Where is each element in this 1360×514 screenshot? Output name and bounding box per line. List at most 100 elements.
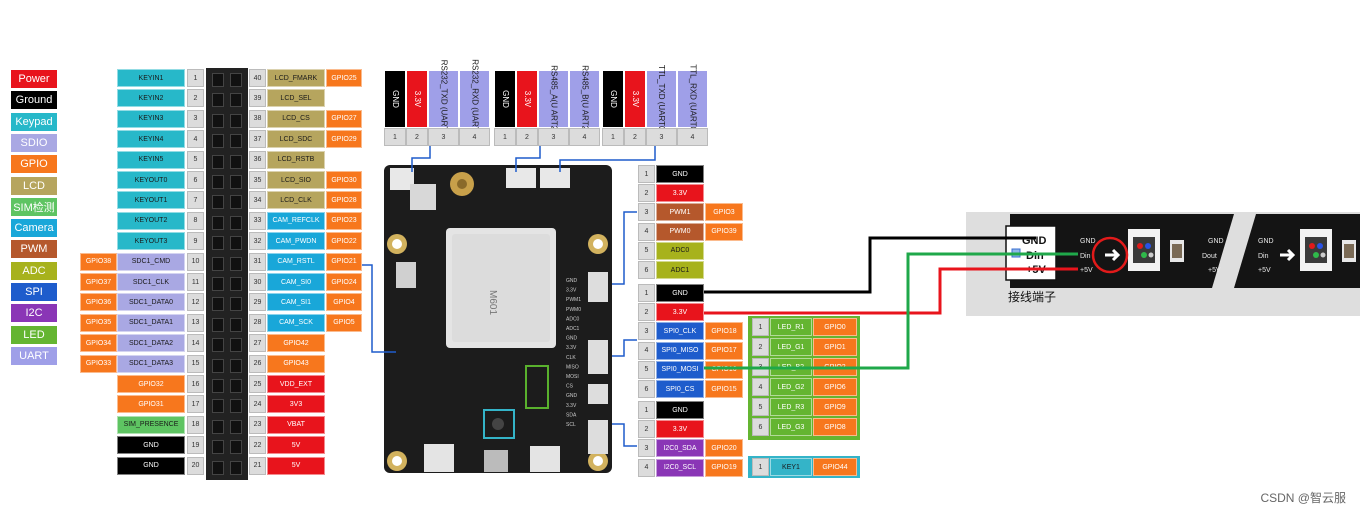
header-pin	[212, 379, 224, 393]
legend-item: ADC	[11, 261, 57, 280]
header-pin	[212, 113, 224, 128]
gpio-label: GPIO5	[326, 313, 362, 332]
pin-number: 3	[646, 128, 677, 146]
pin-number: 39	[249, 89, 266, 108]
pin-function-label: GPIO32	[117, 375, 185, 393]
pin-number: 5	[752, 398, 769, 416]
uart-pin-label: 3.3V	[624, 70, 646, 128]
header-pin	[230, 215, 242, 230]
gpio-label: GPIO20	[705, 439, 743, 458]
gpio-label: GPIO6	[813, 378, 857, 396]
gpio-label: GPIO15	[705, 380, 743, 398]
pin-number: 2	[624, 128, 646, 146]
led-function-label: LED_G3	[770, 418, 812, 436]
board-silkscreen-label: SCL	[566, 422, 576, 428]
pin-function-label: PWM1	[656, 203, 704, 222]
pin-number: 1	[187, 69, 204, 87]
din-highlight-circle	[1091, 236, 1129, 274]
key-area-highlight	[483, 409, 515, 439]
pin-function-label: KEYOUT0	[117, 171, 185, 189]
header-pin	[212, 419, 224, 434]
pin-function-label: ADC0	[656, 241, 704, 260]
pin-number: 4	[187, 130, 204, 149]
uart-pin-label: TTL_RXD (UART0)	[677, 64, 708, 134]
gpio-label: GPIO44	[813, 458, 857, 476]
gpio-label: GPIO16	[705, 360, 743, 379]
header-pin	[212, 93, 224, 108]
pin-function-label: SPI0_CLK	[656, 322, 704, 341]
pin-number: 29	[249, 293, 266, 312]
pin-function-label: SDC1_CLK	[117, 273, 185, 291]
pin-number: 24	[249, 395, 266, 414]
gpio-label: GPIO22	[326, 232, 362, 251]
pin-function-label: 3V3	[267, 395, 325, 414]
pin-number: 23	[249, 415, 266, 434]
legend-item: Ground	[11, 91, 57, 110]
legend-item: Keypad	[11, 112, 57, 131]
pin-number: 1	[752, 458, 769, 476]
pin-function-label: GPIO43	[267, 354, 325, 373]
pin-number: 8	[187, 211, 204, 230]
pin-function-label: CAM_RSTL	[267, 252, 325, 271]
pin-function-label: SDC1_DATA3	[117, 354, 185, 373]
connector-top-left	[390, 168, 414, 190]
pin-function-label: LCD_CLK	[267, 191, 325, 210]
pin-function-label: 3.3V	[656, 303, 704, 322]
pin-function-label: SPI0_MOSI	[656, 360, 704, 379]
pin-number: 16	[187, 375, 204, 393]
pin-function-label: CAM_PWDN	[267, 232, 325, 251]
pin-function-label: GND	[656, 401, 704, 419]
board-silkscreen-label: 3.3V	[566, 288, 577, 294]
pin-number: 28	[249, 313, 266, 332]
gpio-label: GPIO39	[705, 222, 743, 241]
pin-number: 1	[638, 165, 655, 183]
gpio-label: GPIO9	[813, 398, 857, 416]
legend-item: I2C	[11, 304, 57, 323]
strip-pad-label: +5V	[1080, 267, 1093, 274]
header-pin	[212, 134, 224, 149]
terminal-din-label: Din	[1026, 250, 1044, 262]
pin-number: 4	[459, 128, 490, 146]
pin-number: 1	[494, 128, 516, 146]
pin-number: 26	[249, 354, 266, 373]
gpio-label: GPIO35	[80, 313, 117, 332]
gpio-label: GPIO1	[813, 338, 857, 356]
strip-pad-label: GND	[1258, 238, 1274, 245]
wiring	[362, 146, 1078, 447]
header-pin	[230, 440, 242, 455]
gpio-label: GPIO0	[813, 318, 857, 336]
header-pin	[212, 215, 224, 230]
uart-pin-label: RS232_RXD (UART1)	[459, 59, 490, 139]
header-pin	[230, 73, 242, 87]
pin-number: 2	[638, 303, 655, 322]
board-silkscreen-label: SDA	[566, 412, 577, 418]
led-chip-2	[1300, 229, 1332, 271]
pin-number: 3	[638, 203, 655, 222]
pin-function-label: SDC1_DATA1	[117, 313, 185, 332]
gpio-label: GPIO18	[705, 322, 743, 341]
pin-function-label: I2C0_SDA	[656, 439, 704, 458]
legend-item: SDIO	[11, 133, 57, 152]
pin-number: 6	[187, 171, 204, 189]
gpio-label: GPIO37	[80, 273, 117, 291]
pin-number: 2	[516, 128, 538, 146]
led-strip-cut-gap	[1212, 214, 1256, 288]
pin-function-label: LCD_SIO	[267, 171, 325, 189]
pin-number: 2	[752, 338, 769, 356]
pin-number: 2	[638, 420, 655, 439]
gpio-label: GPIO29	[326, 130, 362, 149]
header-pin	[230, 236, 242, 251]
legend-item: GPIO	[11, 155, 57, 174]
uart-pin-label: 3.3V	[516, 70, 538, 128]
pin-function-label: LCD_FMARK	[267, 69, 325, 87]
pin-number: 25	[249, 375, 266, 393]
strip-pad-label: Din	[1080, 253, 1091, 260]
pin-number: 5	[638, 241, 655, 260]
header-pin	[230, 379, 242, 393]
gpio-label: GPIO34	[80, 334, 117, 353]
pin-number: 11	[187, 273, 204, 291]
uart-pin-label: TTL_TXD (UART0)	[646, 65, 677, 133]
pin-number: 22	[249, 436, 266, 455]
led-area-highlight	[525, 365, 549, 409]
pin-number: 2	[638, 184, 655, 203]
